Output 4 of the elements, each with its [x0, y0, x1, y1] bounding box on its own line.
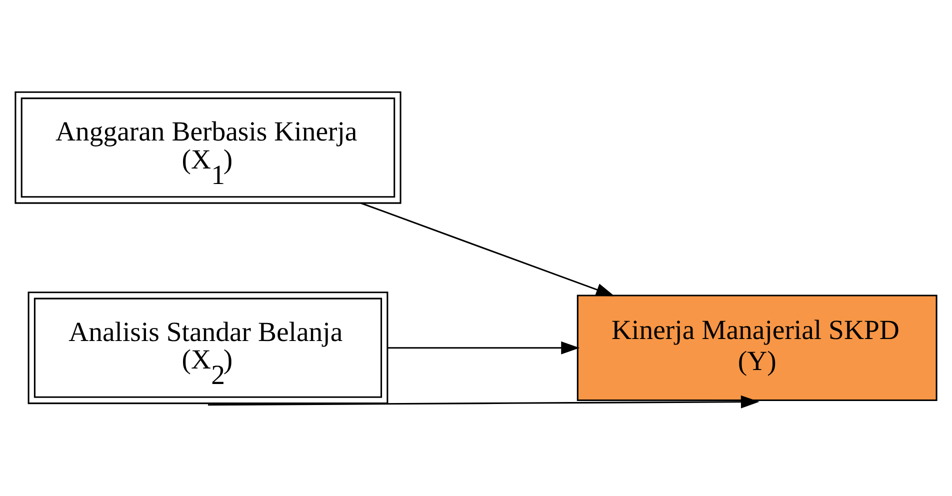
- node-box: Kinerja Manajerial SKPD (Y): [576, 294, 938, 400]
- arrow: [208, 394, 760, 408]
- arrow: [360, 202, 615, 296]
- arrow: [388, 340, 580, 354]
